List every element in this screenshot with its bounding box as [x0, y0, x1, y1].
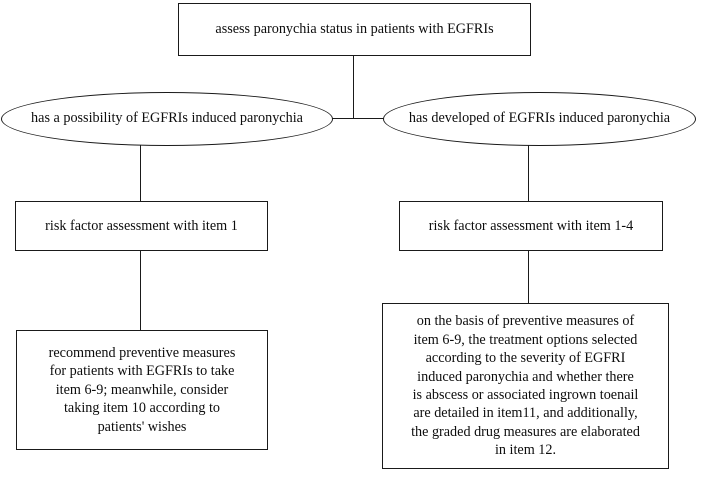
connector-assess-to-split: [353, 56, 354, 119]
node-recommend-preventive-measures: recommend preventive measures for patien…: [16, 330, 268, 450]
node-has-possibility: has a possibility of EGFRIs induced paro…: [1, 92, 333, 146]
connector-possible-to-risk-left: [140, 144, 141, 202]
node-risk-factor-item-1-4-label: risk factor assessment with item 1-4: [428, 217, 634, 234]
node-risk-factor-item-1-4: risk factor assessment with item 1-4: [399, 201, 663, 251]
connector-risk-right-to-treatment: [528, 250, 529, 304]
node-assess-paronychia-status-label: assess paronychia status in patients wit…: [215, 21, 494, 38]
node-has-developed: has developed of EGFRIs induced paronych…: [383, 92, 696, 146]
node-has-developed-label: has developed of EGFRIs induced paronych…: [408, 110, 671, 127]
connector-risk-left-to-recommend: [140, 250, 141, 331]
node-recommend-preventive-measures-label: recommend preventive measures for patien…: [48, 344, 236, 435]
node-treatment-options-label: on the basis of preventive measures of i…: [411, 313, 640, 459]
connector-developed-to-risk-right: [528, 144, 529, 202]
node-risk-factor-item-1-label: risk factor assessment with item 1: [45, 217, 238, 234]
connector-split-bar: [320, 118, 386, 119]
node-risk-factor-item-1: risk factor assessment with item 1: [15, 201, 268, 251]
node-has-possibility-label: has a possibility of EGFRIs induced paro…: [31, 110, 303, 127]
node-assess-paronychia-status: assess paronychia status in patients wit…: [178, 3, 531, 56]
node-treatment-options: on the basis of preventive measures of i…: [382, 303, 669, 469]
